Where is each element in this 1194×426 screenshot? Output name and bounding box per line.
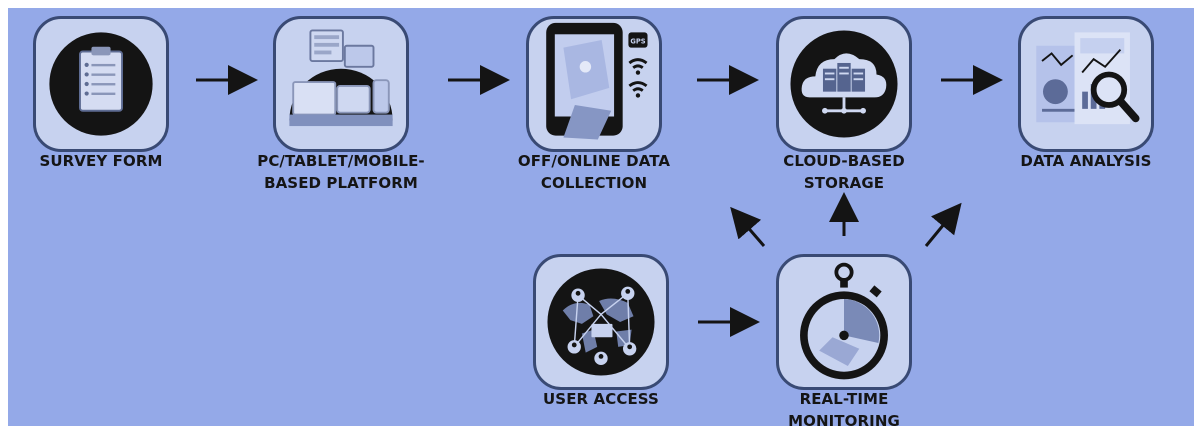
storage-label-line2: STORAGE — [803, 174, 885, 192]
user-access-label: USER ACCESS — [501, 388, 701, 410]
platform-label-line1: PC/TABLET/MOBILE- — [257, 152, 425, 170]
platform-label-line2: BASED PLATFORM — [264, 174, 418, 192]
monitoring-label: REAL-TIME MONITORING — [744, 388, 944, 426]
user-access-label-line1: USER ACCESS — [543, 390, 659, 408]
cloud-server-icon — [790, 30, 898, 138]
user-access-box — [533, 254, 669, 390]
analytics-magnifier-icon — [1036, 32, 1140, 125]
node-platform — [273, 16, 409, 152]
mobile-collection-icon: GPS — [546, 22, 648, 140]
collection-box: GPS — [526, 16, 662, 152]
diagram-canvas: SURVEY FORM PC/TABLET/MOBILE- BASED PLAT… — [8, 8, 1194, 426]
clipboard-icon — [49, 32, 153, 136]
monitoring-label-line2: MONITORING — [788, 412, 900, 426]
node-monitoring — [776, 254, 912, 390]
platform-box — [273, 16, 409, 152]
collection-label: OFF/ONLINE DATA COLLECTION — [494, 150, 694, 194]
stopwatch-icon — [800, 262, 888, 380]
storage-box — [776, 16, 912, 152]
analysis-box — [1018, 16, 1154, 152]
arrow-monitoring-to-collection — [730, 206, 766, 247]
analysis-label-line1: DATA ANALYSIS — [1020, 152, 1152, 170]
storage-label-line1: CLOUD-BASED — [783, 152, 905, 170]
node-analysis — [1018, 16, 1154, 152]
gps-badge-text: GPS — [630, 37, 645, 45]
monitoring-label-line1: REAL-TIME — [799, 390, 889, 408]
collection-label-line2: COLLECTION — [540, 174, 648, 192]
node-storage — [776, 16, 912, 152]
arrow-monitoring-to-analysis — [924, 202, 962, 247]
devices-icon — [289, 29, 393, 127]
connector-layer — [196, 65, 1003, 337]
analysis-label: DATA ANALYSIS — [986, 150, 1186, 172]
platform-label: PC/TABLET/MOBILE- BASED PLATFORM — [229, 150, 453, 194]
survey-form-label-line1: SURVEY FORM — [39, 152, 163, 170]
node-survey-form — [33, 16, 169, 152]
storage-label: CLOUD-BASED STORAGE — [744, 150, 944, 194]
node-collection: GPS — [526, 16, 662, 152]
node-user-access — [533, 254, 669, 390]
monitoring-box — [776, 254, 912, 390]
collection-label-line1: OFF/ONLINE DATA — [517, 152, 671, 170]
survey-form-label: SURVEY FORM — [8, 150, 194, 172]
survey-form-box — [33, 16, 169, 152]
world-network-icon — [547, 268, 655, 376]
gps-badge-icon — [628, 32, 648, 48]
